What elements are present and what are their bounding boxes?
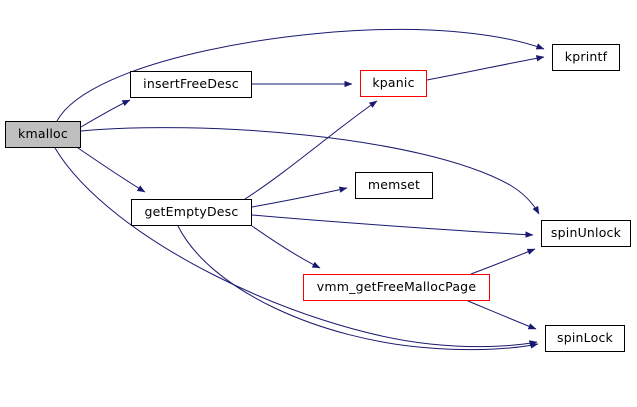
- node-label: getEmptyDesc: [144, 204, 239, 220]
- edge-kmalloc-spinlock: [54, 147, 538, 348]
- edge-kmalloc-kprintf: [56, 28, 545, 122]
- node-spinlock[interactable]: spinLock: [545, 325, 625, 352]
- node-vmm_getfreemallocpage[interactable]: vmm_getFreeMallocPage: [303, 274, 490, 301]
- node-kprintf[interactable]: kprintf: [552, 44, 620, 71]
- edge-getemptydesc-spinlock: [177, 225, 539, 351]
- edge-getemptydesc-vmmgetfreemallocpage: [251, 225, 321, 269]
- edge-getemptydesc-memset: [251, 186, 348, 208]
- edge-getemptydesc-spinunlock: [251, 214, 534, 238]
- edge-kmalloc-getemptydesc: [77, 147, 146, 193]
- node-kpanic[interactable]: kpanic: [360, 70, 427, 97]
- edge-vmmgetfreemallocpage-spinlock: [467, 300, 537, 330]
- edge-kmalloc-spinunlock: [80, 127, 540, 215]
- node-label: kpanic: [372, 75, 415, 91]
- node-insertfreedesc[interactable]: insertFreeDesc: [130, 71, 252, 98]
- node-label: kmalloc: [18, 126, 68, 142]
- node-label: vmm_getFreeMallocPage: [316, 279, 477, 295]
- node-label: insertFreeDesc: [143, 76, 239, 92]
- node-label: spinLock: [557, 330, 613, 346]
- node-spinunlock[interactable]: spinUnlock: [541, 220, 631, 247]
- edge-kpanic-kprintf: [426, 55, 545, 81]
- edge-vmmgetfreemallocpage-spinunlock: [470, 248, 536, 275]
- node-kmalloc[interactable]: kmalloc: [5, 121, 81, 148]
- node-label: kprintf: [564, 49, 608, 65]
- node-memset[interactable]: memset: [355, 172, 433, 199]
- edge-getemptydesc-kpanic: [244, 100, 378, 200]
- node-getemptydesc[interactable]: getEmptyDesc: [131, 199, 252, 226]
- edge-kmalloc-insertfreedesc: [80, 99, 131, 128]
- node-label: spinUnlock: [550, 225, 622, 241]
- node-label: memset: [367, 177, 421, 193]
